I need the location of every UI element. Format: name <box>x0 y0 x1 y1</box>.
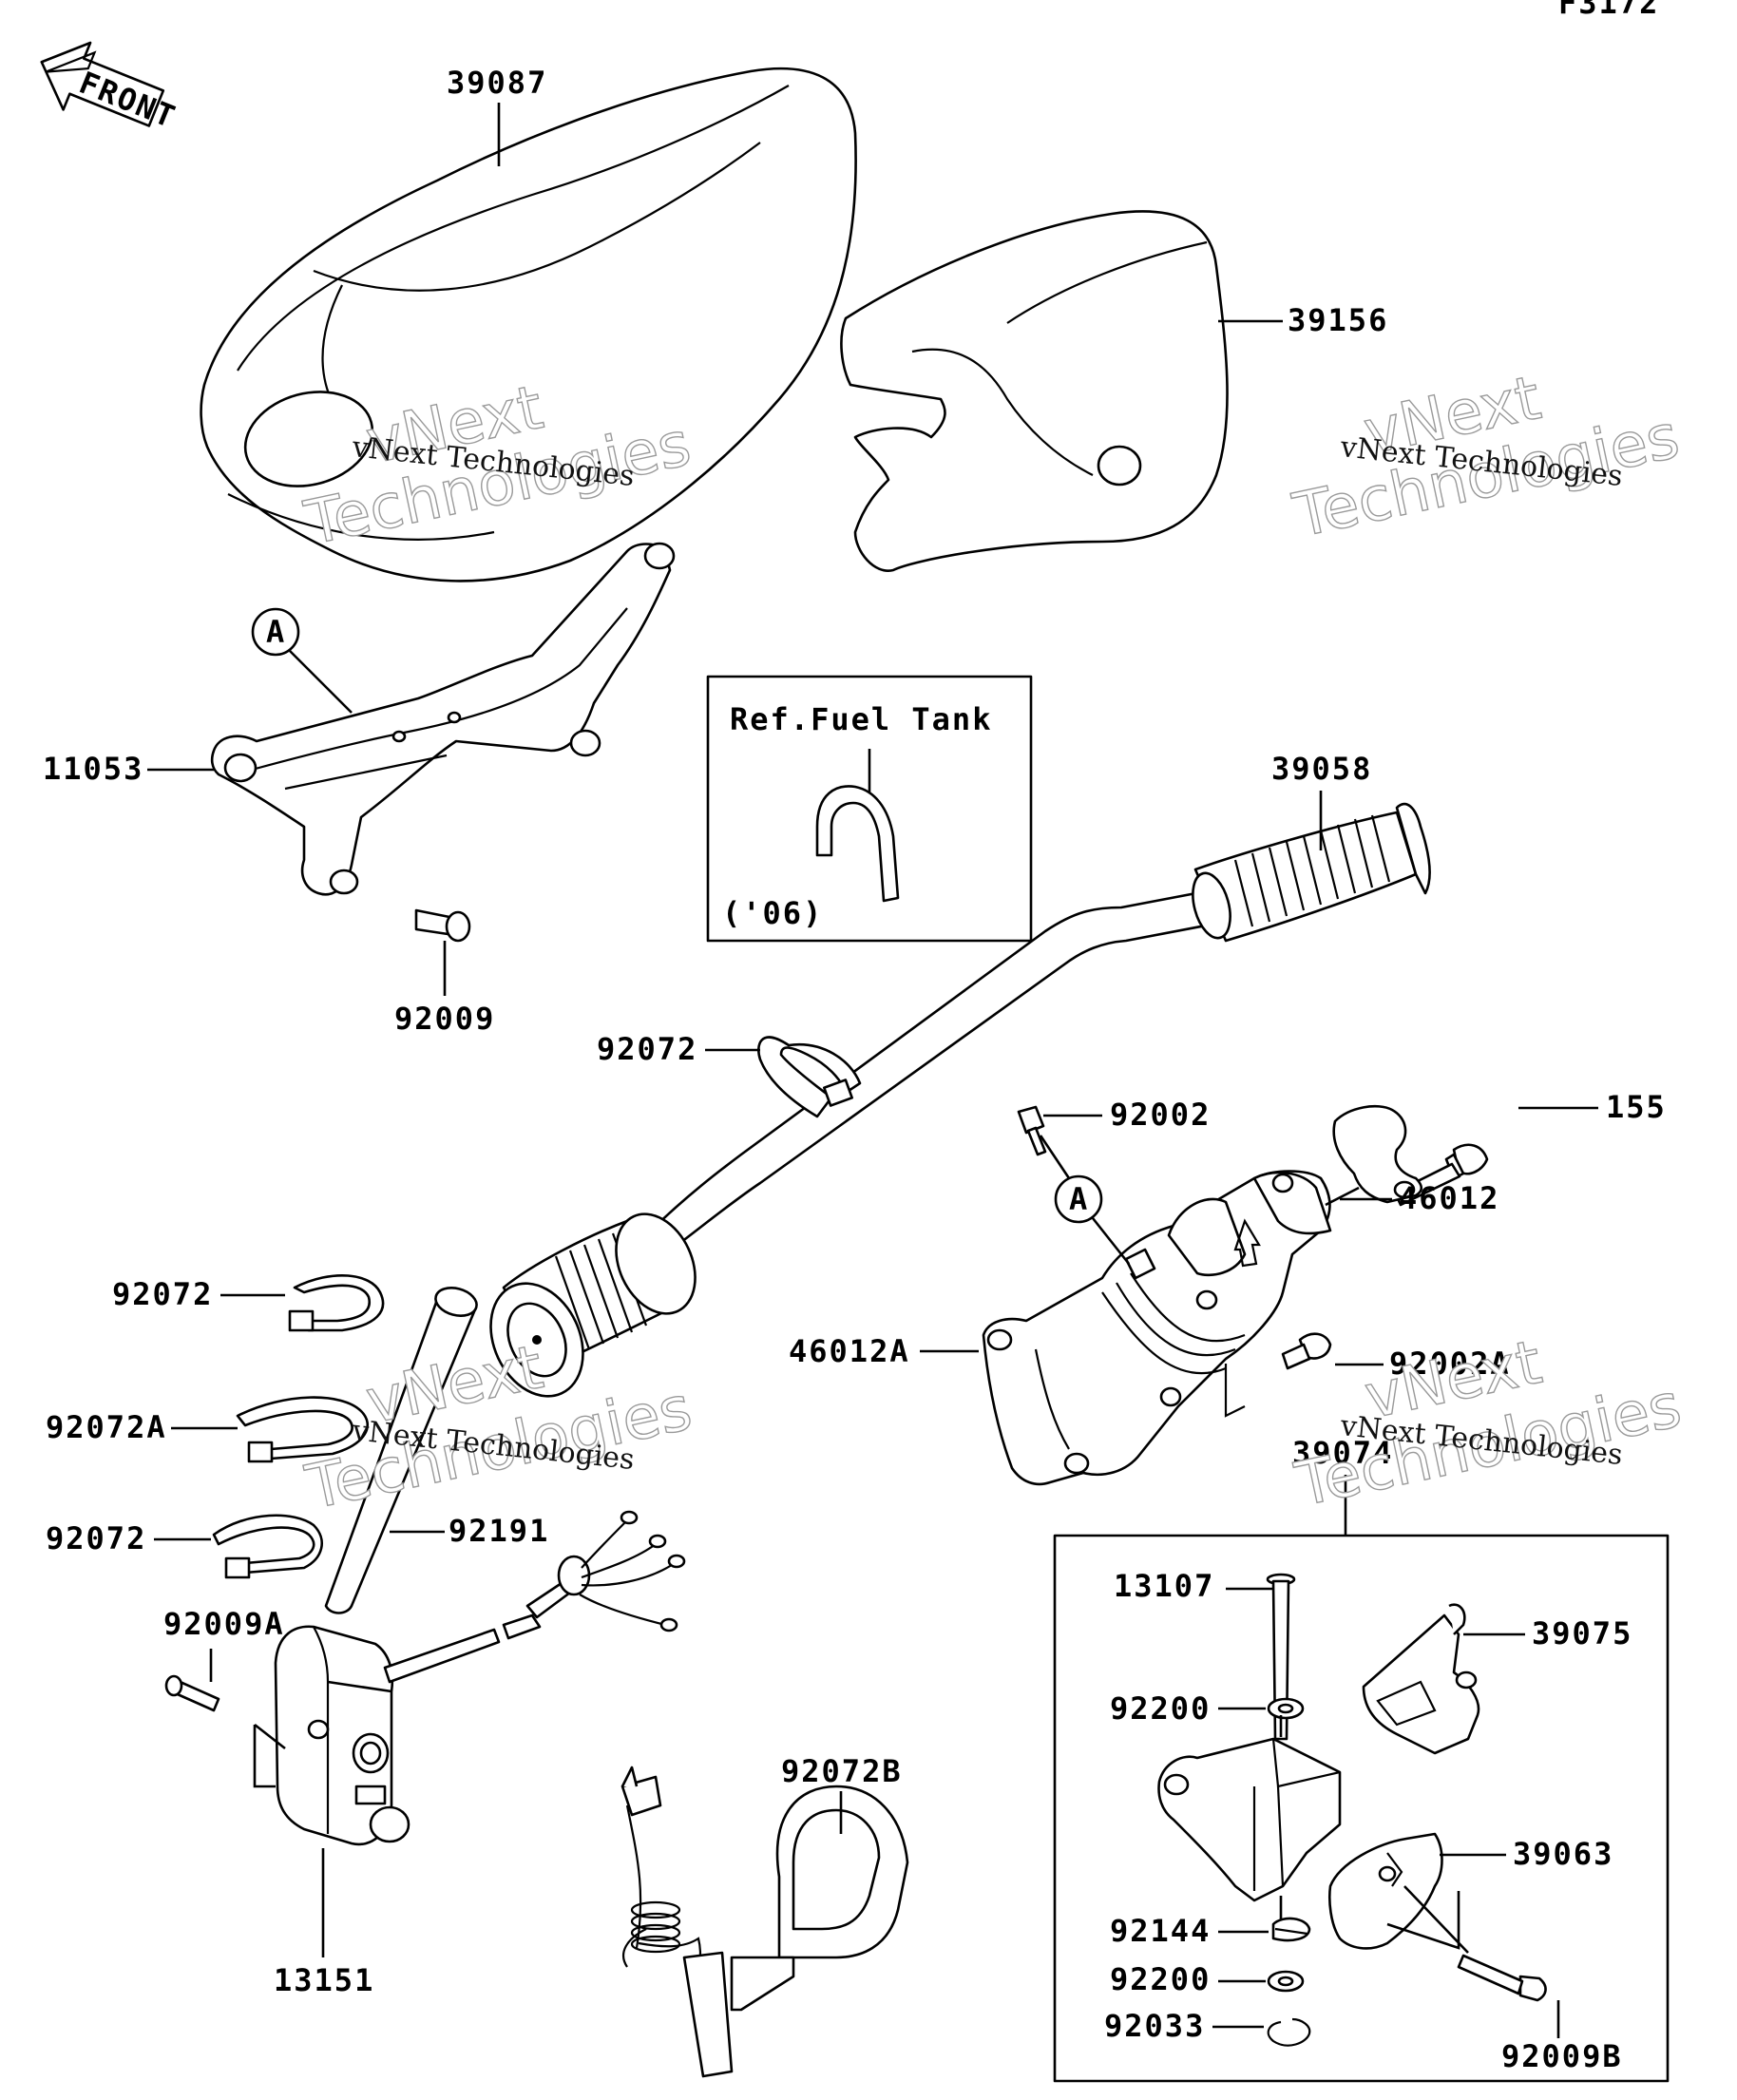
part-label-92002A: 92002A <box>1389 1346 1511 1382</box>
clip-92033 <box>1267 2017 1311 2047</box>
holder-center <box>1157 1715 1342 1919</box>
part-label-11053: 11053 <box>43 751 143 787</box>
part-label-92072-a: 92072 <box>112 1276 213 1312</box>
bolt-92009A <box>164 1674 220 1712</box>
cover-39156 <box>840 210 1229 572</box>
part-label-39156: 39156 <box>1288 302 1388 338</box>
tie-92072-top <box>757 1036 862 1118</box>
bolt-92009B <box>1457 1954 1547 2002</box>
front-arrow-icon: FRONT <box>40 41 181 136</box>
tie-92072-b <box>212 1514 323 1579</box>
bolt-92002A <box>1281 1332 1332 1370</box>
part-label-39058: 39058 <box>1271 751 1372 787</box>
callout-a-left: A <box>251 607 353 714</box>
bracket-39075 <box>1362 1603 1480 1755</box>
part-label-92009B: 92009B <box>1501 2038 1623 2074</box>
part-label-92144: 92144 <box>1110 1913 1211 1949</box>
washer-92200-a <box>1267 1697 1305 1720</box>
part-label-39063: 39063 <box>1513 1836 1613 1872</box>
watermark-4: vNext Technologies <box>1288 1327 1688 1521</box>
handle-cover-39087 <box>200 67 857 582</box>
holder-46012A <box>982 1170 1332 1486</box>
lanyard-92072B <box>620 1766 909 2078</box>
ref-fuel-tank-box: Ref.Fuel Tank ('06) <box>706 675 1033 943</box>
part-label-92033: 92033 <box>1104 2008 1205 2044</box>
ref-box-title: Ref.Fuel Tank <box>730 701 992 737</box>
part-label-92072-top: 92072 <box>597 1031 697 1067</box>
part-label-39087: 39087 <box>447 65 547 101</box>
part-label-46012A: 46012A <box>789 1333 910 1369</box>
svg-text:A: A <box>1069 1181 1089 1217</box>
diagram-code: F3172 <box>1558 0 1659 21</box>
clamp-39063 <box>1328 1832 1443 1950</box>
part-label-92072A: 92072A <box>46 1409 167 1445</box>
part-label-92072B: 92072B <box>781 1753 903 1789</box>
tie-92072-a <box>288 1273 385 1332</box>
clamp-cap-46012 <box>1332 1104 1423 1204</box>
bolt-92009 <box>414 908 471 943</box>
part-label-92072-b: 92072 <box>46 1520 146 1556</box>
tube-92191 <box>324 1287 478 1614</box>
svg-text:A: A <box>266 614 286 650</box>
part-label-92191: 92191 <box>449 1513 549 1549</box>
part-label-92009A: 92009A <box>163 1606 285 1642</box>
part-label-13151: 13151 <box>274 1962 374 1998</box>
kit-box-39074 <box>1053 1534 1670 2083</box>
part-label-39074: 39074 <box>1292 1435 1393 1471</box>
part-label-92009: 92009 <box>394 1001 495 1037</box>
part-label-13107: 13107 <box>1114 1568 1214 1604</box>
part-label-39075: 39075 <box>1532 1615 1632 1651</box>
tie-92072A <box>236 1396 369 1463</box>
part-label-155: 155 <box>1606 1089 1667 1125</box>
front-label: FRONT <box>74 65 181 136</box>
part-label-92002: 92002 <box>1110 1097 1211 1133</box>
handlebar-39058 <box>489 802 1431 1398</box>
part-label-46012: 46012 <box>1399 1180 1499 1216</box>
bracket-11053 <box>210 542 676 896</box>
callout-a-right: A <box>1039 1135 1131 1265</box>
ref-box-note: ('06) <box>722 895 823 931</box>
washer-92200-b <box>1267 1970 1305 1993</box>
spring-92144 <box>1271 1917 1311 1942</box>
part-label-92200-b: 92200 <box>1110 1961 1211 1997</box>
bolt-92002 <box>1017 1105 1047 1156</box>
switch-13151 <box>274 1510 686 1846</box>
part-label-92200-a: 92200 <box>1110 1690 1211 1727</box>
